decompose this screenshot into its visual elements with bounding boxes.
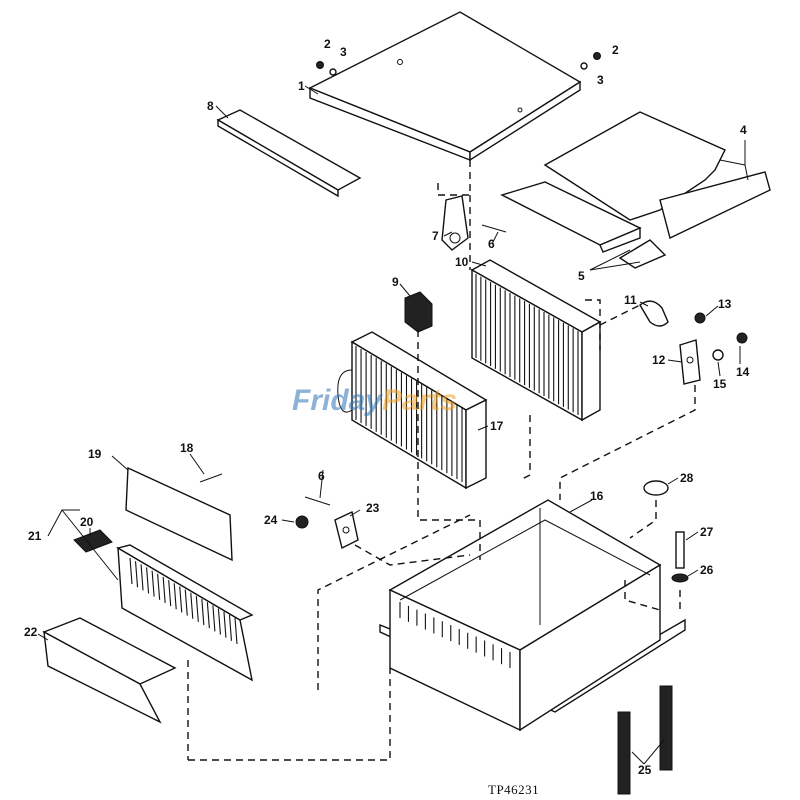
callout-24: 24: [264, 513, 278, 527]
callout-6a: 6: [488, 237, 495, 251]
part-label-plate: [73, 529, 113, 553]
part-filter-panel: [125, 466, 233, 562]
part-bracket-lower: [334, 510, 359, 550]
part-long-bolts: [617, 685, 673, 795]
callout-labels: 1 2 3 2 3 4 5 6 7 8 9 10 11 12 13 14 15 …: [24, 37, 750, 777]
part-screw-2b: [593, 52, 601, 60]
callout-19: 19: [88, 447, 102, 461]
part-screw-18: [199, 473, 223, 483]
part-screw-6-lower: [304, 496, 331, 506]
part-housing: [379, 499, 686, 732]
part-bracket-upper: [441, 195, 507, 251]
callout-8: 8: [207, 99, 214, 113]
part-seal-strip: [216, 109, 362, 198]
part-nut-13: [694, 312, 706, 324]
callout-3a: 3: [340, 45, 347, 59]
part-rear-core: [470, 259, 602, 422]
part-front-grille: [116, 544, 254, 682]
callout-25: 25: [638, 763, 652, 777]
callout-7: 7: [432, 229, 439, 243]
callout-9: 9: [392, 275, 399, 289]
part-mount-bracket: [679, 339, 701, 385]
callout-6b: 6: [318, 469, 325, 483]
callout-17: 17: [490, 419, 504, 433]
callout-3b: 3: [597, 73, 604, 87]
callout-11: 11: [624, 293, 637, 307]
figure-id: TP46231: [488, 782, 539, 797]
part-screw-2a: [316, 61, 324, 69]
callout-5: 5: [578, 269, 585, 283]
callout-20: 20: [80, 515, 94, 529]
part-washer-3b: [580, 62, 588, 70]
callout-2a: 2: [324, 37, 331, 51]
callout-15: 15: [713, 377, 727, 391]
callout-13: 13: [718, 297, 732, 311]
part-front-core: [337, 331, 488, 490]
callout-18: 18: [180, 441, 194, 455]
callout-2b: 2: [612, 43, 619, 57]
part-top-cover: [308, 11, 582, 162]
part-switch: [404, 291, 433, 333]
assembly-dashed-lines: [187, 160, 696, 761]
callout-23: 23: [366, 501, 380, 515]
part-bolt-14: [736, 332, 748, 344]
watermark-text: FridayParts: [292, 384, 457, 417]
callout-1: 1: [298, 79, 305, 93]
part-insulation-pads: [500, 111, 771, 269]
callout-16: 16: [590, 489, 604, 503]
callout-21: 21: [28, 529, 42, 543]
part-washer-26: [671, 573, 689, 583]
callout-10: 10: [455, 255, 469, 269]
part-washer-15: [712, 349, 724, 361]
callout-12: 12: [652, 353, 666, 367]
callout-28: 28: [680, 471, 694, 485]
part-nut-24: [295, 515, 309, 529]
part-clamp: [639, 300, 669, 327]
part-lower-duct: [42, 617, 177, 724]
part-knob-28: [643, 480, 669, 496]
part-washer-3a: [329, 68, 337, 76]
callout-leader-lines: [37, 85, 749, 765]
callout-14: 14: [736, 365, 750, 379]
part-bolt-27: [675, 531, 685, 569]
callout-26: 26: [700, 563, 714, 577]
callout-4: 4: [740, 123, 747, 137]
callout-27: 27: [700, 525, 714, 539]
callout-22: 22: [24, 625, 38, 639]
